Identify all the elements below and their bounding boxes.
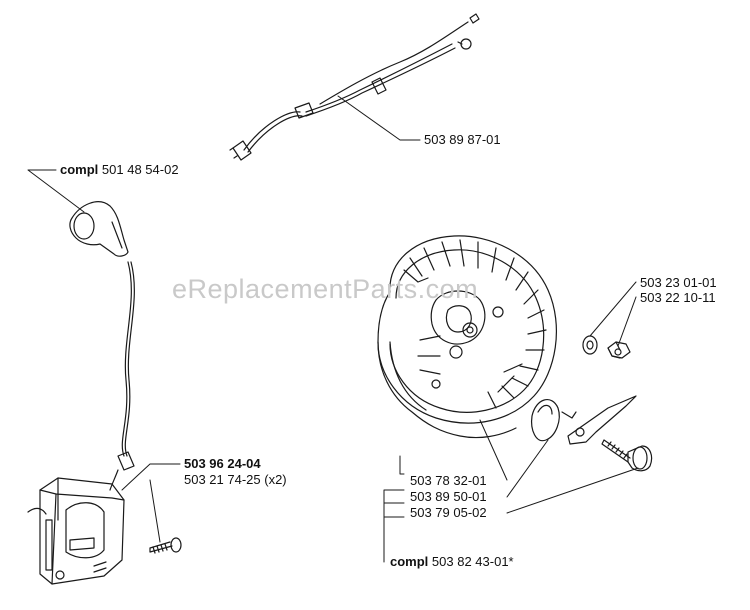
label-module-screw: 503 21 74-25 (x2)	[184, 472, 287, 487]
leader-wire-harness	[337, 95, 421, 141]
label-flywheel-assy: compl 503 82 43-01*	[390, 554, 514, 569]
leader-flywheel-assy	[383, 455, 405, 563]
label-flywheel-assy-prefix: compl	[390, 554, 429, 569]
flywheel-drawing	[377, 235, 558, 439]
leader-spark-boot	[27, 169, 85, 213]
spark-boot-drawing	[69, 201, 135, 457]
ignition-module-drawing	[27, 451, 135, 585]
leader-lines	[27, 95, 639, 563]
label-spring: 503 89 50-01	[410, 489, 487, 504]
label-spark-boot-number: 501 48 54-02	[101, 162, 179, 177]
label-wire-harness: 503 89 87-01	[424, 132, 501, 147]
leader-spring	[506, 439, 549, 498]
label-flywheel-assy-number: 503 82 43-01*	[431, 554, 514, 569]
spring-pawl-drawing	[531, 395, 653, 472]
leader-nut	[617, 296, 637, 347]
label-spark-boot-prefix: compl	[60, 162, 99, 177]
washer-nut-drawing	[582, 335, 631, 359]
label-washer: 503 23 01-01	[640, 275, 717, 290]
label-pawl-screw: 503 79 05-02	[410, 505, 487, 520]
leader-flywheel	[479, 419, 508, 481]
leader-pawl-screw	[506, 467, 639, 514]
leader-washer	[589, 281, 637, 337]
leader-module-screw	[149, 479, 161, 543]
label-ignition-module: 503 96 24-04	[184, 456, 261, 471]
label-flywheel: 503 78 32-01	[410, 473, 487, 488]
module-screw-drawing	[149, 537, 182, 554]
label-spark-boot: compl 501 48 54-02	[60, 162, 179, 177]
watermark: eReplacementParts.com	[172, 274, 479, 304]
wire-harness-drawing	[229, 13, 480, 161]
label-nut: 503 22 10-11	[640, 290, 716, 305]
leader-ignition-module	[121, 463, 181, 491]
